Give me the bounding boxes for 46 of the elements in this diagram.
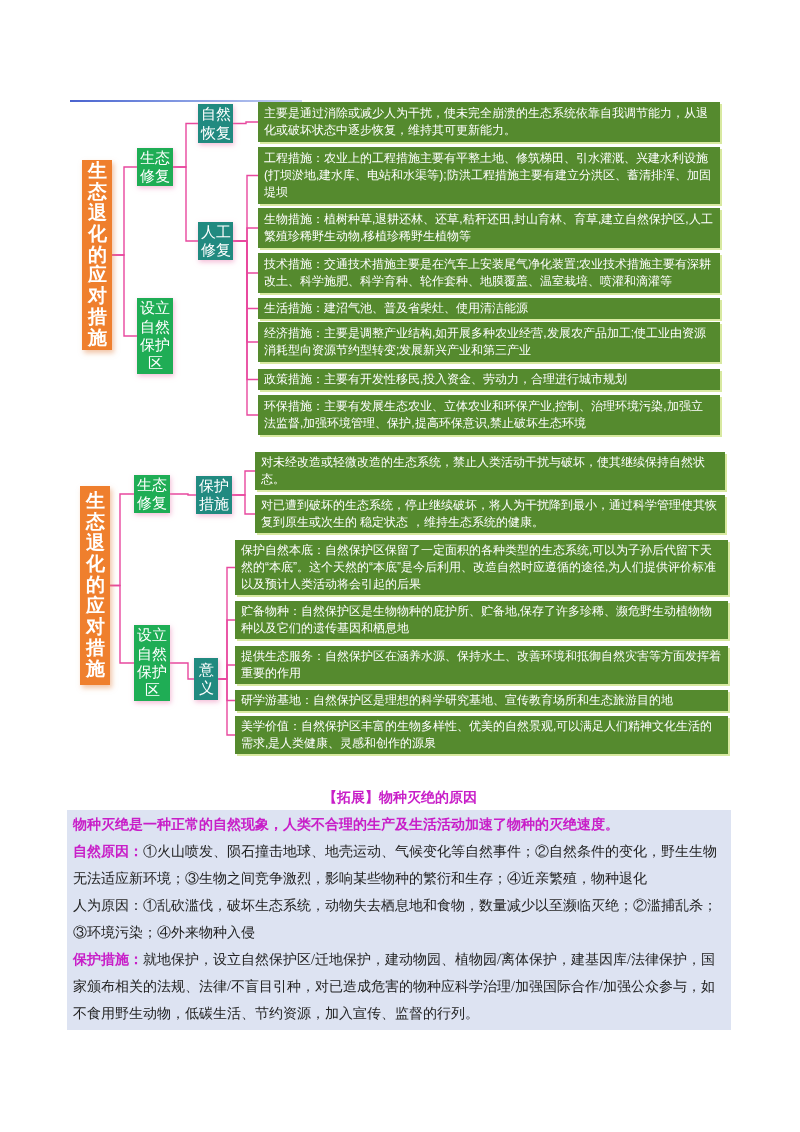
node-text: 政策措施：主要有开发性移民,投入资金、劳动力，合理进行城市规划 [264,371,628,388]
detail-box [258,322,720,362]
detail-box [255,452,725,490]
detail-box [235,690,728,711]
node-text: 经济措施：主要是调整产业结构,如开展多种农业经营,发展农产品加工;使工业由资源消耗型向资源节约型转变;发展新兴产业和第三产业 [264,325,707,359]
detail-box [258,208,720,248]
connector-line [172,166,199,242]
node-text: 生态修复 [137,475,167,513]
paragraph-text: 人为原因：①乱砍滥伐，破坏生态系统，动物失去栖息地和食物，数量减少以至濒临灭绝；②滥捕乱杀；③环境污染；④外来物种入侵 [73,896,718,942]
connector-line [169,493,197,496]
detail-box [258,253,720,293]
node-text: 保护自然本底：自然保护区保留了一定面积的各种类型的生态系统,可以为子孙后代留下天然的“本底”。这个天然的“本底”是今后利用、改造自然时应遵循的途径,为人们提供评价标准以及预计人类活动将会引起的后果 [241,542,718,593]
node-text: 对未经改造或轻微改造的生态系统，禁止人类活动干扰与破坏，使其继续保持自然状态。 [261,454,706,488]
node-text: 设立自然保护区 [140,299,170,373]
node-text: 研学游基地：自然保护区是理想的科学研究基地、宣传教育场所和生态旅游目的地 [241,692,673,709]
node-text: 生态退化的应对措施 [87,161,107,349]
detail-box [258,298,720,319]
lead-sentence: 物种灭绝是一种正常的自然现象，人类不合理的生产及生活活动加速了物种的灭绝速度。 [73,815,620,834]
detail-box [258,102,720,142]
paragraph-text: 保护措施：就地保护，设立自然保护区/迁地保护，建动物园、植物园/离体保护，建基因库/法律保护，国家颁布相关的法规、法律/不盲目引种，对已造成危害的物种应科学治理/加强国际合作/加强公众参与，如不食用野生动物，低碳生活、节约资源，加入宣传、监督的行列。 [73,950,716,1023]
connector-line [217,678,236,736]
node-text: 意义 [198,660,214,698]
node-text: 生物措施：植树种草,退耕还林、还草,秸秆还田,封山育林、育草,建立自然保护区,人工繁殖珍稀野生动物,移植珍稀野生植物等 [264,211,714,245]
section-heading: 【拓展】物种灭绝的原因 [323,789,477,807]
connector-line [232,121,259,125]
node-text: 提供生态服务：自然保护区在涵养水源、保持水土、改善环境和抵御自然灾害等方面发挥着重要的作用 [241,648,722,682]
node-text: 人工修复 [200,222,231,260]
connector-line [109,584,135,664]
detail-box [258,369,720,390]
node-text: 贮备物种：自然保护区是生物物种的庇护所、贮备地,保存了许多珍稀、濒危野生动植物物种以及它们的遗传基因和栖息地 [241,603,714,637]
node-text: 保护措施 [199,476,229,514]
connector-line [169,662,195,680]
node-text: 自然恢复 [200,105,231,142]
connector-line [111,254,138,337]
node-text: 工程措施：农业上的工程措施主要有平整土地、修筑梯田、引水灌溉、兴建水利设施(打坝淤地,建水库、电站和水渠等);防洪工程措施主要有建立分洪区、蓄清排浑、加固堤坝 [264,150,712,201]
node-text: 主要是通过消除或减少人为干扰，使未完全崩溃的生态系统依靠自我调节能力，从退化或破坏状态中逐步恢复，维持其可更新能力。 [264,105,709,139]
node-text: 美学价值：自然保护区丰富的生物多样性、优美的自然景观,可以满足人们精神文化生活的需求,是人类健康、灵感和创作的源泉 [241,718,714,752]
node-text: 生态修复 [140,148,170,186]
node-text: 对已遭到破坏的生态系统，停止继续破坏，将人为干扰降到最小，通过科学管理使其恢复到原生或次生的 稳定状态 ，维持生态系统的健康。 [261,497,718,531]
node-text: 设立自然保护区 [137,626,167,700]
node-text: 生活措施：建沼气池、普及省柴灶、使用清洁能源 [264,300,528,317]
paragraph-text: 自然原因：①火山喷发、陨石撞击地球、地壳运动、气候变化等自然事件；②自然条件的变化，野生生物无法适应新环境；③生物之间竞争激烈，影响某些物种的繁衍和生存；④近亲繁殖，物种退化 [73,842,718,888]
detail-box [258,395,720,435]
node-text: 技术措施：交通技术措施主要是在汽车上安装尾气净化装置;农业技术措施主要有深耕改土、科学施肥、科学育种、轮作套种、地膜覆盖、温室栽培、喷灌和滴灌等 [264,256,713,290]
node-text: 生态退化的应对措施 [85,491,105,680]
node-text: 环保措施：主要有发展生态农业、立体农业和环保产业,控制、治理环境污染,加强立法监督,加强环境管理、保护,提高环保意识,禁止破坏生态环境 [264,398,704,432]
